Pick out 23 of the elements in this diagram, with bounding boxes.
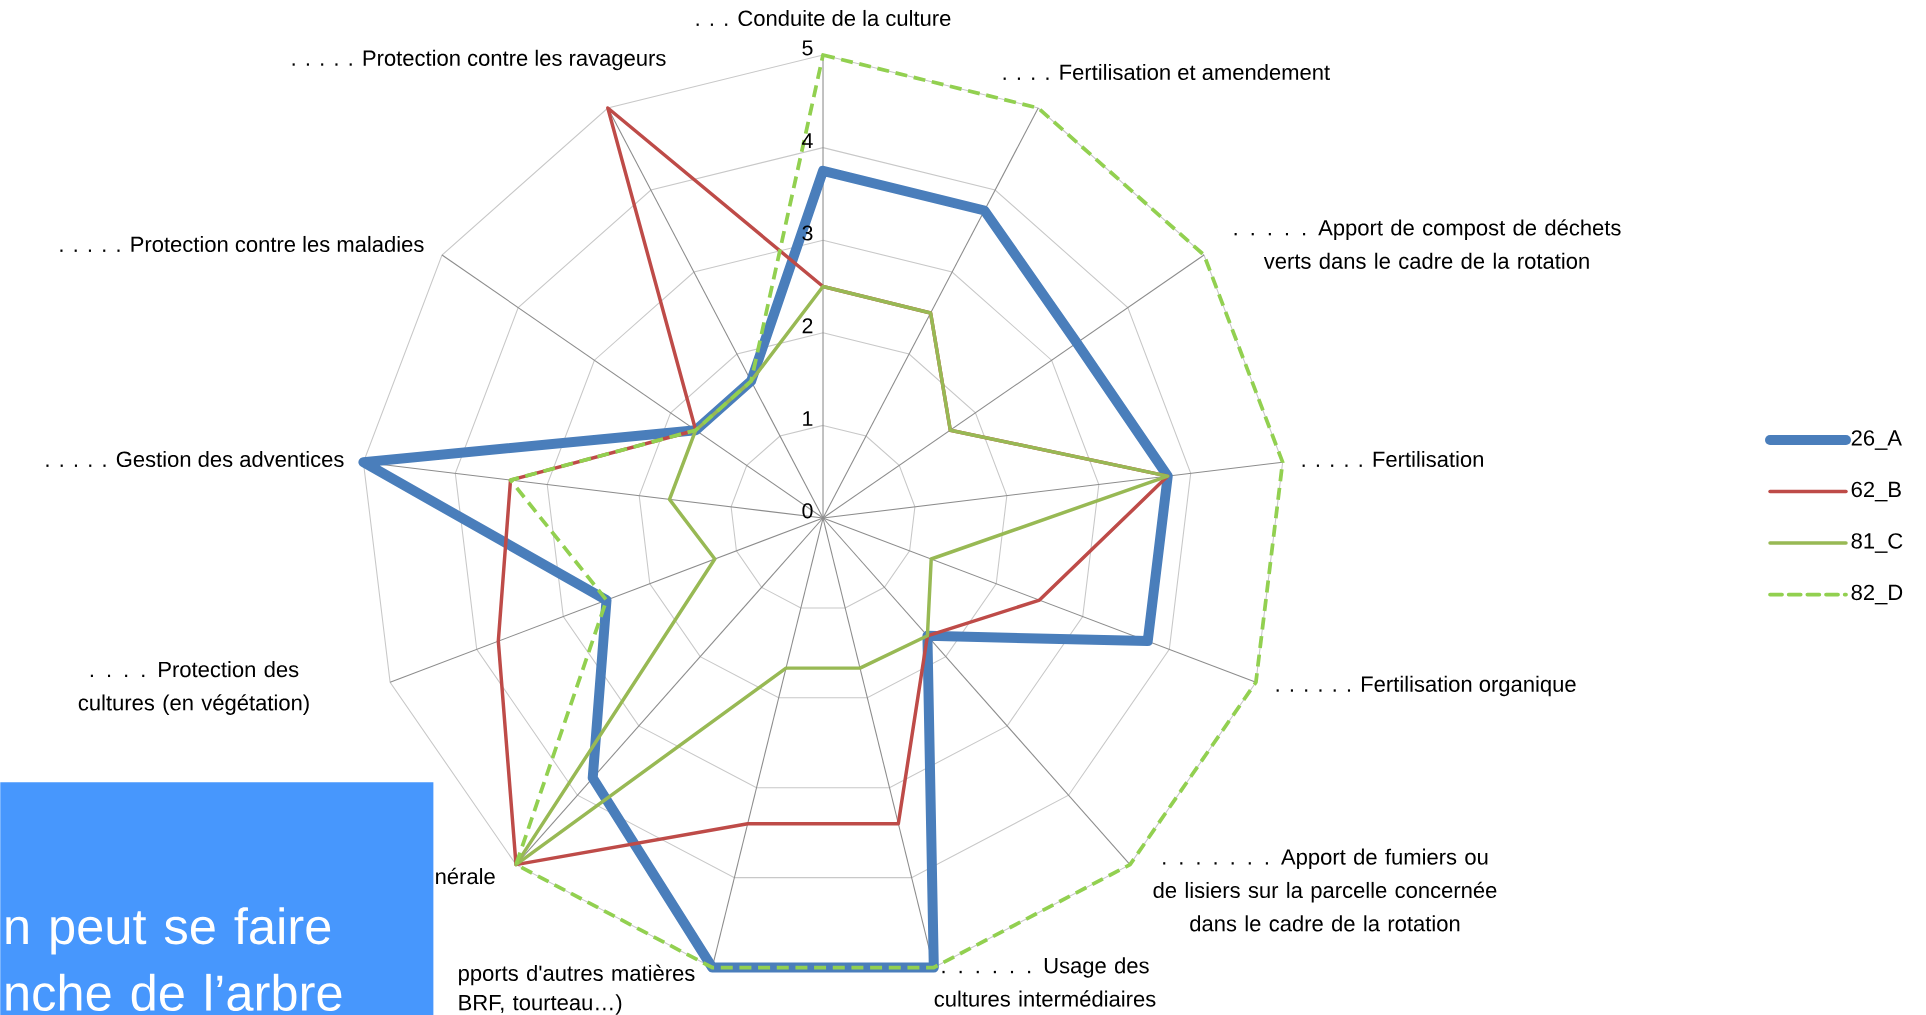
axis-label: nérale [436, 867, 495, 885]
tick-label: 4 [802, 133, 813, 148]
axis-label: . . . . Fertilisation et amendement [1003, 63, 1330, 81]
axis-label: . . . . . Apport de compost de déchets verts dans le cadre de la rotation [1234, 219, 1621, 269]
tick-label: 2 [802, 318, 813, 334]
axis-label: pports d'autres matières BRF, tourteau…) [459, 964, 695, 1015]
tick-label: 1 [803, 411, 813, 426]
axis-label: . . . . . . Usage des cultures intermédiaires [934, 957, 1156, 1007]
axis-label: . . . . . Fertilisation [1302, 450, 1483, 468]
text-panel: n peut se faire nche de l’arbre [0, 782, 434, 1015]
axis-label: . . . . . . . Apport de fumiers ou de lisiers sur la parcelle concernée dans le cadre de la rotation [1153, 848, 1497, 932]
axis-label: . . . . . . Fertilisation organique [1276, 675, 1576, 697]
tick-label: 5 [802, 40, 813, 56]
axis-label: . . . . . Protection contre les ravageurs [292, 49, 666, 71]
axis-label: . . . . Protection des cultures (en végétation) [78, 661, 309, 715]
tick-label: 0 [802, 503, 813, 519]
legend-label: 81_C [1851, 533, 1903, 553]
legend-label: 26_A [1851, 430, 1902, 450]
axis-label: . . . . . Gestion des adventices [46, 450, 344, 468]
legend-label: 62_B [1851, 481, 1901, 502]
legend-label: 82_D [1851, 584, 1903, 605]
axis-label: . . . Conduite de la culture [696, 9, 951, 27]
axis-label: . . . . . Protection contre les maladies [60, 235, 424, 253]
